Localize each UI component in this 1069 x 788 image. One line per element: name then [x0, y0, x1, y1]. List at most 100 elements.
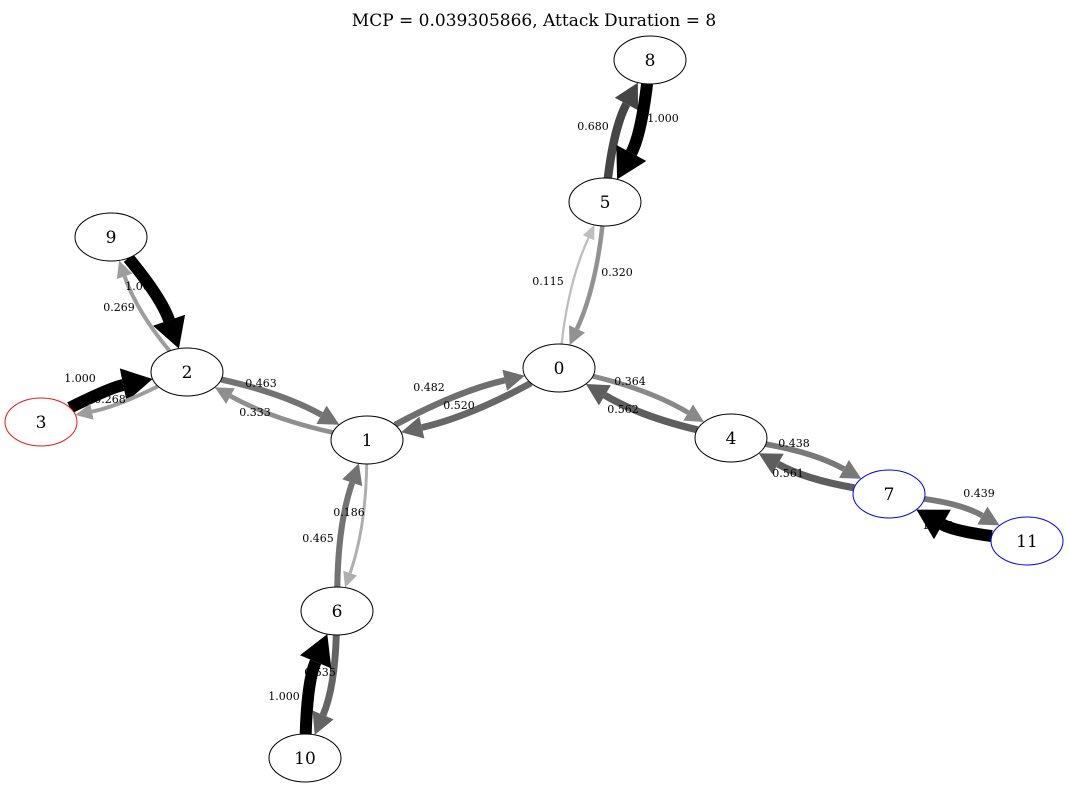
node-label: 7 [884, 485, 895, 505]
edge-label-10-to-6: 1.000 [268, 690, 300, 703]
edge-arrowhead [582, 224, 595, 241]
edge-1-to-0 [393, 369, 525, 428]
edge-arrowhead [316, 405, 340, 425]
edge-line [923, 496, 984, 519]
nodes-layer: 0 1 2 3 4 5 6 7 8 9 10 11 [4, 35, 1064, 783]
edge-line [603, 392, 699, 434]
edge-label-9-to-2: 1.000 [125, 280, 157, 293]
edge-1-to-2 [214, 387, 334, 435]
edge-label-11-to-7: 1.000 [922, 519, 954, 532]
edge-arrowhead [300, 634, 332, 669]
edge-line [348, 463, 369, 574]
node-9: 9 [74, 212, 148, 262]
edge-arrowhead [401, 416, 425, 439]
node-6: 6 [300, 586, 374, 636]
edge-arrowhead [585, 384, 611, 406]
node-ellipse [4, 397, 78, 447]
node-label: 8 [645, 51, 656, 71]
node-8: 8 [613, 35, 687, 85]
edge-label-1-to-0: 0.482 [413, 381, 445, 394]
edge-2-to-3 [75, 384, 159, 420]
node-ellipse [522, 343, 596, 393]
node-label: 9 [106, 228, 117, 248]
node-ellipse [613, 35, 687, 85]
edge-2-to-9 [116, 260, 172, 353]
edge-label-1-to-6: 0.186 [333, 506, 365, 519]
edge-label-7-to-4: 0.561 [772, 467, 804, 480]
node-label: 1 [362, 431, 373, 451]
edge-0-to-4 [592, 373, 705, 422]
node-5: 5 [568, 177, 642, 227]
edge-arrowhead [343, 570, 357, 588]
edge-label-8-to-5: 1.000 [647, 112, 679, 125]
node-label: 0 [554, 359, 565, 379]
edge-label-2-to-3: 0.268 [94, 393, 126, 406]
edge-arrowhead [569, 325, 585, 346]
edge-5-to-0 [569, 225, 605, 346]
edge-arrowhead [342, 463, 363, 487]
node-label: 2 [182, 363, 193, 383]
edge-4-to-0 [585, 384, 699, 434]
edge-label-0-to-4: 0.364 [614, 375, 646, 388]
edge-label-3-to-2: 1.000 [64, 372, 96, 385]
node-11: 11 [990, 516, 1064, 566]
node-2: 2 [150, 347, 224, 397]
node-label: 10 [294, 749, 316, 769]
edge-8-to-5 [616, 83, 654, 180]
edge-0-to-5 [560, 224, 595, 345]
edge-line [319, 634, 340, 717]
node-ellipse [330, 415, 404, 465]
node-7: 7 [852, 469, 926, 519]
edge-arrowhead [614, 82, 638, 111]
edge-arrowhead [683, 404, 705, 422]
edge-line [939, 519, 993, 543]
edge-line [299, 659, 322, 735]
edge-line [67, 379, 125, 414]
edge-line [625, 83, 654, 156]
edge-arrowhead [153, 314, 186, 349]
edge-line [560, 237, 590, 345]
edge-line [592, 373, 690, 415]
edge-10-to-6 [299, 634, 332, 735]
edge-line [421, 380, 533, 431]
node-1: 1 [330, 415, 404, 465]
edge-arrowhead [214, 387, 235, 404]
edge-arrowhead [916, 509, 951, 540]
graph-title: MCP = 0.039305866, Attack Duration = 8 [352, 11, 716, 31]
node-label: 6 [332, 602, 343, 622]
edge-label-5-to-0: 0.320 [601, 266, 633, 279]
edge-4-to-7 [765, 441, 862, 479]
edge-line [574, 225, 605, 330]
edge-arrowhead [312, 710, 334, 735]
edge-line [229, 394, 334, 435]
edge-0-to-1 [401, 380, 533, 439]
node-ellipse [300, 586, 374, 636]
edge-5-to-8 [603, 82, 638, 179]
edge-label-1-to-2: 0.333 [239, 406, 271, 419]
edge-arrowhead [839, 460, 862, 479]
edge-line [91, 384, 159, 414]
node-label: 4 [726, 429, 737, 449]
edge-1-to-6 [343, 463, 369, 588]
node-ellipse [268, 733, 342, 783]
edge-11-to-7 [916, 509, 993, 543]
node-ellipse [74, 212, 148, 262]
node-ellipse [990, 516, 1064, 566]
edges-layer [67, 82, 1000, 735]
edge-line [776, 460, 855, 492]
edge-arrowhead [616, 144, 647, 180]
edge-label-4-to-7: 0.438 [778, 437, 810, 450]
edge-2-to-1 [220, 376, 340, 425]
node-4: 4 [694, 413, 768, 463]
edge-line [122, 275, 172, 353]
edge-line [123, 254, 175, 323]
edge-line [603, 101, 631, 179]
node-ellipse [852, 469, 926, 519]
edge-label-0-to-5: 0.115 [532, 275, 564, 288]
node-label: 3 [36, 413, 47, 433]
edge-7-to-11 [923, 496, 1000, 526]
edge-arrowhead [119, 368, 153, 402]
edge-arrowhead [116, 260, 133, 279]
node-ellipse [150, 347, 224, 397]
node-0: 0 [522, 343, 596, 393]
